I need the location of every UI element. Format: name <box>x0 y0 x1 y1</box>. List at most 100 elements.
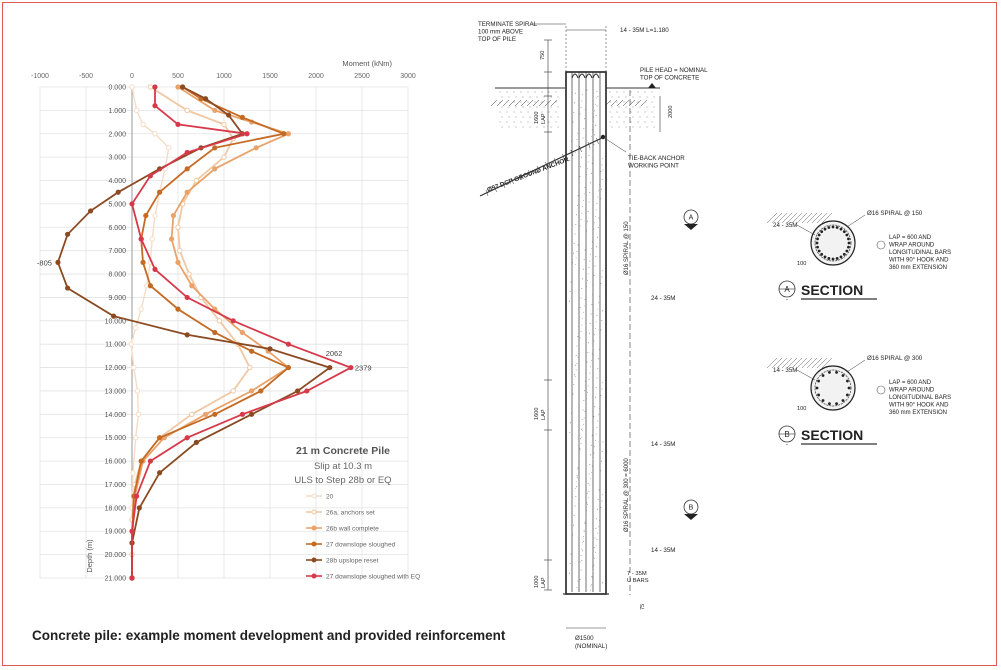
concrete-dot <box>575 495 577 497</box>
section-a-bar <box>845 249 849 253</box>
section-a-bar <box>820 230 824 234</box>
legend-marker <box>311 541 317 547</box>
concrete-dot <box>600 198 602 200</box>
concrete-dot <box>581 212 583 214</box>
concrete-dot <box>595 433 597 435</box>
section-hatch <box>816 357 828 369</box>
concrete-dot <box>569 291 571 293</box>
x-tick-label: 3000 <box>400 73 416 80</box>
concrete-dot <box>577 356 579 358</box>
soil-dot <box>515 126 517 128</box>
terminate-spiral-note: TERMINATE SPIRAL <box>478 21 538 28</box>
concrete-dot <box>575 369 577 371</box>
concrete-dot <box>598 183 600 185</box>
concrete-dot <box>568 300 570 302</box>
soil-dot <box>550 126 552 128</box>
concrete-dot <box>588 267 590 268</box>
concrete-dot <box>572 393 574 395</box>
concrete-dot <box>585 511 587 513</box>
concrete-dot <box>598 348 600 350</box>
soil-dot <box>616 101 618 103</box>
data-point <box>138 458 144 464</box>
soil-dot <box>623 111 625 113</box>
concrete-dot <box>601 179 603 181</box>
concrete-dot <box>582 206 584 208</box>
section-a-lap-note: LONGITUDINAL BARS <box>889 250 951 256</box>
soil-dot <box>632 106 634 108</box>
legend-entry: 27 downslope sloughed <box>326 542 396 549</box>
concrete-dot <box>599 289 601 291</box>
data-point <box>203 96 209 102</box>
y-tick-label: 8.000 <box>108 272 126 279</box>
data-point <box>230 318 236 324</box>
concrete-dot <box>578 126 580 128</box>
data-point <box>132 325 139 331</box>
concrete-dot <box>584 108 586 110</box>
concrete-dot <box>597 196 599 198</box>
concrete-dot <box>592 566 594 568</box>
data-point <box>184 435 190 441</box>
data-point <box>184 107 190 114</box>
soil-dot <box>637 91 639 93</box>
soil-dot <box>630 101 632 103</box>
soil-dot <box>536 106 538 108</box>
concrete-dot <box>579 225 581 227</box>
section-b-spiral-circle <box>814 369 852 407</box>
concrete-dot <box>588 155 590 156</box>
concrete-dot <box>578 567 580 569</box>
section-b-bar <box>835 371 838 374</box>
concrete-dot <box>570 422 572 424</box>
section-b-bar <box>847 386 851 390</box>
bar-hook <box>592 73 600 79</box>
concrete-dot <box>582 278 584 280</box>
concrete-dot <box>592 571 594 572</box>
concrete-dot <box>576 204 578 206</box>
concrete-dot <box>584 299 586 300</box>
data-point <box>147 173 153 179</box>
soil-dot <box>625 116 627 118</box>
soil-dot <box>611 126 613 128</box>
section-b-bar <box>835 402 838 405</box>
x-tick-label: 0 <box>130 73 134 80</box>
concrete-dot <box>594 537 596 539</box>
concrete-dot <box>585 180 587 182</box>
concrete-dot <box>577 244 579 246</box>
concrete-dot <box>574 233 576 235</box>
soil-dot <box>527 101 529 103</box>
concrete-dot <box>585 99 587 101</box>
soil-dot <box>609 111 611 113</box>
data-point <box>239 411 245 417</box>
section-a-bar <box>845 233 849 237</box>
concrete-dot <box>593 228 595 230</box>
data-point <box>134 388 141 394</box>
concrete-dot <box>592 284 594 286</box>
soil-dot <box>639 106 641 108</box>
u-bars-note: 7 - 35M <box>627 571 647 577</box>
concrete-dot <box>590 359 592 361</box>
concrete-dot <box>572 262 574 264</box>
concrete-dot <box>576 486 578 488</box>
concrete-dot <box>596 246 598 248</box>
bars-14-label: 14 - 35M <box>651 547 675 554</box>
concrete-dot <box>571 131 573 133</box>
data-point <box>111 313 117 319</box>
concrete-dot <box>579 175 581 177</box>
y-tick-label: 15.000 <box>105 435 127 442</box>
soil-dot <box>534 91 536 93</box>
soil-dot <box>543 116 545 118</box>
soil-dot <box>632 116 634 118</box>
concrete-dot <box>575 223 577 225</box>
concrete-dot <box>595 209 597 211</box>
concrete-dot <box>601 388 603 390</box>
pile-head-note: TOP OF CONCRETE <box>640 75 699 82</box>
x-tick-label: 1000 <box>216 73 232 80</box>
concrete-dot <box>586 174 588 176</box>
data-point <box>157 435 163 441</box>
data-point <box>249 388 255 394</box>
concrete-dot <box>592 235 594 236</box>
anchor-hatch <box>511 177 514 185</box>
concrete-dot <box>586 279 588 281</box>
data-point <box>304 388 310 394</box>
data-point <box>157 189 163 195</box>
